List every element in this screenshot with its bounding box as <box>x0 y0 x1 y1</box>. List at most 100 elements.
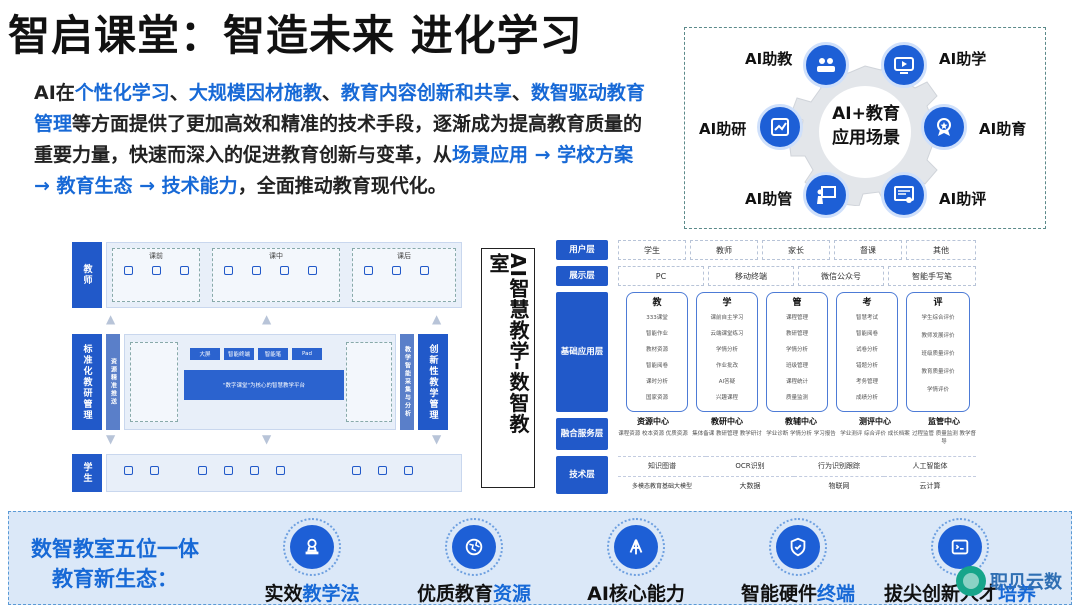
center-desc: 学业测评 综合评价 成长档案 <box>840 431 910 437</box>
scenario-label: AI助育 <box>979 120 1027 138</box>
column-item: 云端课堂练习 <box>710 331 744 337</box>
app-column: 管 课程管理 教研管理 学情分析 班级管理 课程统计 质量监测 <box>766 292 828 412</box>
app-column: 评 学生综合评价 教师发展评价 班级质量评价 教育质量评价 学情评价 <box>906 292 970 412</box>
up-arrow: ▲ <box>432 312 442 326</box>
feature-label-text: 实效 <box>264 583 303 605</box>
vertical-title-box: 室 AI智慧教学-数智教 <box>481 248 535 488</box>
column-item: 课前自主学习 <box>710 315 744 321</box>
app-column: 教 333课堂 智能作业 教材资源 智能阅卷 课时分析 国家资源 <box>626 292 688 412</box>
feature-item: 优质教育资源 <box>399 516 549 605</box>
column-item: 教育质量评价 <box>921 369 955 375</box>
resource-box <box>130 342 178 422</box>
tool-icon <box>180 266 189 275</box>
vertical-title: AI智慧教学-数智教 <box>506 253 530 435</box>
analysis-box <box>346 342 392 422</box>
column-item: 学生综合评价 <box>921 315 955 321</box>
tool-icon <box>224 266 233 275</box>
feature-ring <box>445 518 503 576</box>
feature-ring <box>769 518 827 576</box>
column-item: 教材资源 <box>645 347 668 353</box>
feature-ring <box>607 518 665 576</box>
ecosystem-panel: 数智教室五位一体 教育新生态： 实效教学法 优质教育资源 AI核心能力 智能硬件… <box>8 511 1072 605</box>
column-item: 试卷分析 <box>855 347 878 353</box>
column-item: 兴趣课程 <box>715 395 738 401</box>
feature-label-highlight: 教学法 <box>302 583 360 605</box>
tool-icon <box>280 266 289 275</box>
tool-icon <box>364 266 373 275</box>
teacher-icon <box>803 42 849 88</box>
intro-highlight: 个性化学习 <box>74 82 170 104</box>
user-cell: 督课 <box>834 240 902 260</box>
feature-label: 优质教育资源 <box>389 579 559 606</box>
feature-label: 实效教学法 <box>227 579 397 606</box>
column-head: 学 <box>722 298 732 308</box>
column-item: 智能阅卷 <box>645 363 668 369</box>
tool-icon <box>378 466 387 475</box>
column-item: 智慧考试 <box>855 315 878 321</box>
center-desc: 学业诊断 学情分析 学习报告 <box>766 431 836 437</box>
feature-item: 实效教学法 <box>237 516 387 605</box>
pre-class-label: 课前 <box>149 252 163 260</box>
scenario-label: AI助研 <box>699 120 747 138</box>
tool-icon <box>404 466 413 475</box>
down-arrow: ▼ <box>432 432 442 446</box>
column-head: 考 <box>862 298 872 308</box>
column-item: 成绩分析 <box>855 395 878 401</box>
device-chip: 智能笔 <box>258 348 288 360</box>
center-head: 教研中心 <box>711 417 743 426</box>
center-head: 测评中心 <box>859 417 891 426</box>
page-title: 智启课堂：智造未来 进化学习 <box>8 11 583 60</box>
research-bar: 标准化教研管理 <box>72 334 102 430</box>
layer-label: 基础应用层 <box>556 292 608 412</box>
service-center: 资源中心课程资源 校本资源 优质资源 <box>618 416 688 437</box>
column-item: 智能作业 <box>645 331 668 337</box>
feature-label-text: AI核心能力 <box>587 583 685 605</box>
column-item: 考务管理 <box>855 379 878 385</box>
column-item: 智能阅卷 <box>855 331 878 337</box>
service-center: 教研中心集体备课 教研管理 教学研讨 <box>692 416 762 437</box>
post-class-label: 课后 <box>397 252 411 260</box>
down-arrow: ▼ <box>262 432 272 446</box>
scenario-label: AI助教 <box>745 50 793 68</box>
column-item: AI答疑 <box>718 379 736 385</box>
feature-label: 智能硬件终端 <box>713 579 883 606</box>
column-item: 教师发展评价 <box>921 333 955 339</box>
column-item: 作业批改 <box>715 363 738 369</box>
scenario-label: AI助评 <box>939 190 987 208</box>
center-head: 资源中心 <box>637 417 669 426</box>
pre-class-box <box>112 248 200 302</box>
layer-label: 技术层 <box>556 456 608 494</box>
user-cell: 其他 <box>906 240 976 260</box>
center-head: 教辅中心 <box>785 417 817 426</box>
video-learning-icon <box>881 42 927 88</box>
device-chip: Pad <box>292 348 322 360</box>
center-desc: 集体备课 教研管理 教学研讨 <box>692 431 762 437</box>
column-item: 课程统计 <box>785 379 808 385</box>
system-layers-diagram: 用户层 学生 教师 家长 督课 其他 展示层 PC 移动终端 微信公众号 智能手… <box>556 240 980 498</box>
shield-check-icon <box>776 525 820 569</box>
tech-item: 云计算 <box>884 476 976 494</box>
feature-item: 智能硬件终端 <box>723 516 873 605</box>
column-item: 错题分析 <box>855 363 878 369</box>
intro-text: 等方面提供了更加高效和精准的技术手段，逐渐成为提高教育质量的重要力量，快速而深入… <box>34 113 643 166</box>
vertical-title-part: 室 <box>486 253 510 274</box>
column-item: 班级管理 <box>785 363 808 369</box>
feature-ring <box>283 518 341 576</box>
feature-label-highlight: 资源 <box>493 583 532 605</box>
display-cell: 微信公众号 <box>798 266 884 286</box>
user-cell: 家长 <box>762 240 830 260</box>
tech-item: 人工智能体 <box>884 456 976 474</box>
column-head: 评 <box>933 298 943 308</box>
feature-label-text: 智能硬件 <box>740 583 817 605</box>
device-chip: 大屏 <box>190 348 220 360</box>
tool-icon <box>124 466 133 475</box>
center-line: AI+教育 <box>832 104 900 124</box>
tool-icon <box>308 266 317 275</box>
intro-text: 、 <box>511 82 531 104</box>
scenario-label: AI助管 <box>745 190 793 208</box>
tool-icon <box>152 266 161 275</box>
gear-ring <box>788 59 945 206</box>
intro-text: 、 <box>169 82 189 104</box>
column-head: 教 <box>652 298 662 308</box>
tool-icon <box>124 266 133 275</box>
